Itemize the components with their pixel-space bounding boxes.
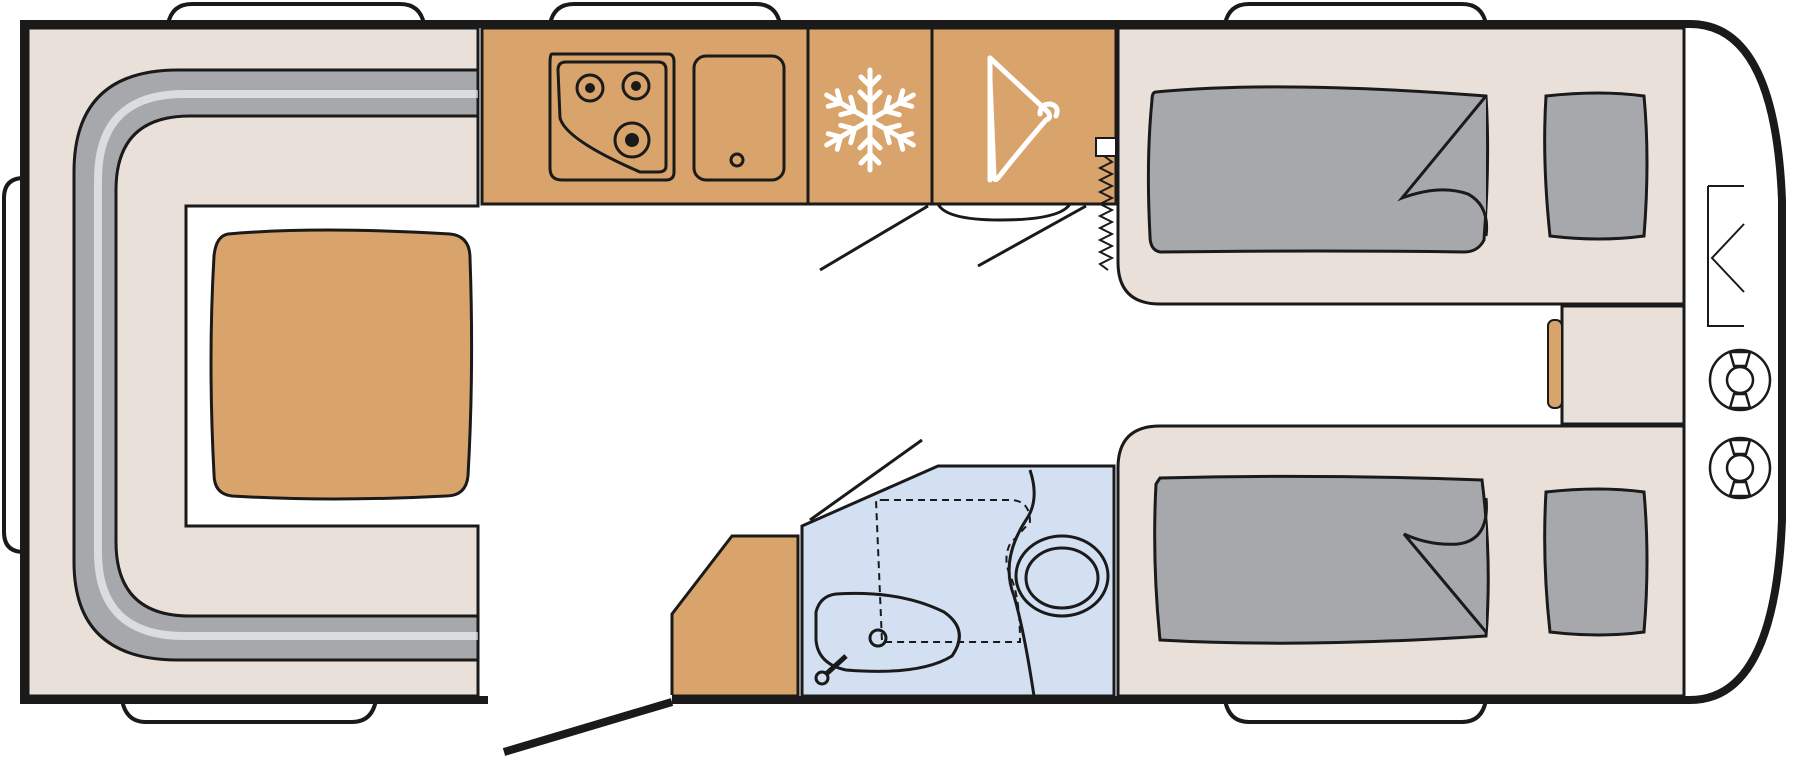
washroom-door-swing	[809, 438, 923, 522]
accordion-partition	[1095, 137, 1117, 271]
lounge-backrest	[72, 68, 480, 662]
washbasin-icon	[814, 591, 961, 686]
rear-lights	[1708, 348, 1772, 500]
sink-icon	[692, 54, 786, 182]
rear-console	[1547, 304, 1686, 426]
pillow-left	[1543, 91, 1649, 241]
kitchen-counter	[480, 26, 1118, 206]
snowflake-icon	[822, 67, 919, 170]
entrance-cabinet	[670, 534, 800, 698]
hob-icon	[548, 52, 676, 182]
mattress-left	[1146, 85, 1490, 254]
front-u-lounge	[26, 26, 480, 698]
single-bed-left	[1116, 26, 1686, 306]
rear-window	[1707, 185, 1745, 327]
single-bed-right	[1116, 424, 1686, 698]
dinette-table	[209, 228, 474, 501]
mattress-right	[1153, 474, 1490, 645]
washroom	[800, 464, 1116, 698]
door-swing-lines	[819, 203, 1087, 272]
hanger-icon	[987, 55, 1060, 183]
wardrobe	[987, 55, 1060, 183]
entrance-door	[488, 695, 674, 756]
pillow-right	[1543, 487, 1649, 637]
fridge	[822, 67, 919, 170]
window-bumps	[2, 2, 1489, 724]
toilet-icon	[1014, 534, 1110, 618]
